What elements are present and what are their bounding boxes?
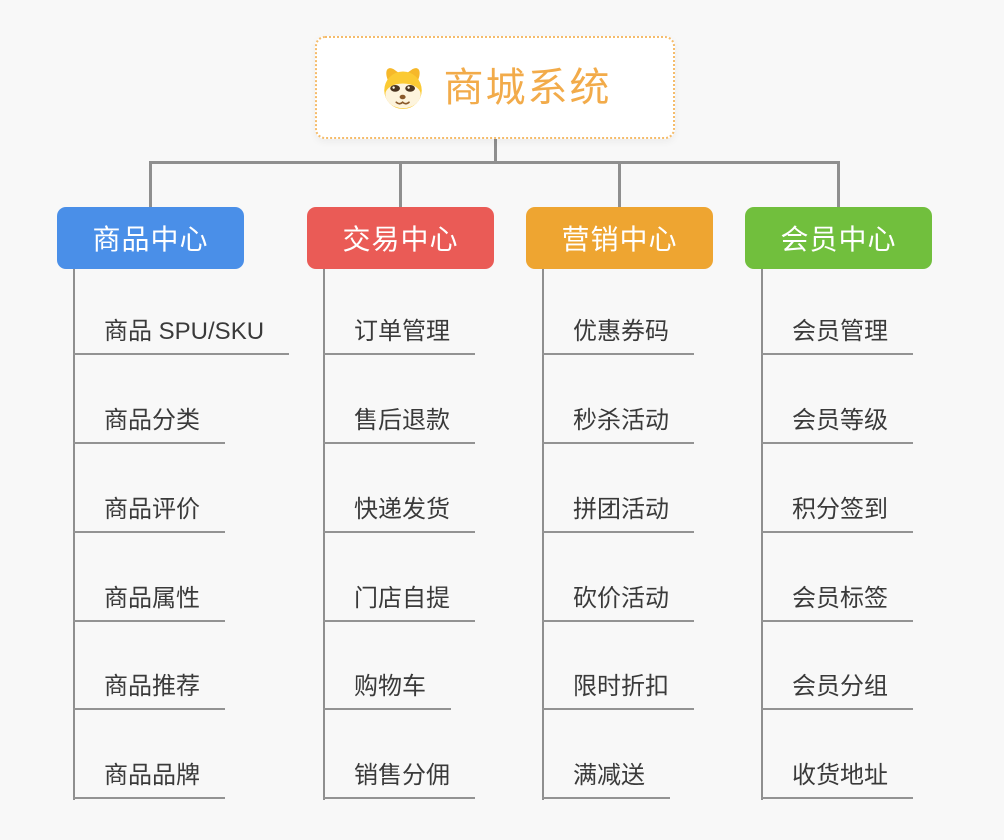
leaf-item[interactable]: 订单管理 [323, 317, 475, 355]
leaf-item[interactable]: 会员标签 [761, 584, 913, 622]
connector-drop-branch-1 [149, 161, 152, 210]
leaf-item[interactable]: 满减送 [542, 761, 670, 799]
connector-trunk-branch-1 [73, 269, 75, 800]
connector-drop-branch-2 [399, 161, 402, 210]
leaf-item[interactable]: 秒杀活动 [542, 406, 694, 444]
leaf-item[interactable]: 会员分组 [761, 672, 913, 710]
connector-drop-branch-4 [837, 161, 840, 210]
leaf-item[interactable]: 售后退款 [323, 406, 475, 444]
leaf-item[interactable]: 积分签到 [761, 495, 913, 533]
connector-drop-branch-3 [618, 161, 621, 210]
leaf-item[interactable]: 商品 SPU/SKU [73, 317, 290, 355]
leaf-item[interactable]: 拼团活动 [542, 495, 694, 533]
leaf-item[interactable]: 限时折扣 [542, 672, 694, 710]
leaf-item[interactable]: 商品分类 [73, 406, 225, 444]
root-node[interactable]: 商城系统 [315, 36, 675, 139]
connector-root-drop [494, 138, 497, 163]
connector-trunk-branch-3 [542, 269, 544, 800]
connector-trunk-branch-2 [323, 269, 325, 800]
branch-header-marketing-center[interactable]: 营销中心 [526, 207, 713, 269]
leaf-item[interactable]: 优惠券码 [542, 317, 694, 355]
branch-label: 营销中心 [561, 224, 678, 255]
branch-label: 商品中心 [92, 224, 209, 255]
root-title: 商城系统 [443, 65, 612, 110]
leaf-item[interactable]: 砍价活动 [542, 584, 694, 622]
leaf-item[interactable]: 会员等级 [761, 406, 913, 444]
leaf-item[interactable]: 收货地址 [761, 761, 913, 799]
branch-header-trade-center[interactable]: 交易中心 [307, 207, 494, 269]
leaf-item[interactable]: 会员管理 [761, 317, 913, 355]
leaf-item[interactable]: 门店自提 [323, 584, 475, 622]
leaf-item[interactable]: 购物车 [323, 672, 451, 710]
dog-icon [383, 67, 422, 109]
branch-label: 会员中心 [780, 224, 897, 255]
leaf-item[interactable]: 销售分佣 [323, 761, 475, 799]
connector-bus [149, 161, 839, 164]
leaf-item[interactable]: 商品评价 [73, 495, 225, 533]
leaf-item[interactable]: 商品品牌 [73, 761, 225, 799]
branch-label: 交易中心 [342, 224, 459, 255]
branch-header-product-center[interactable]: 商品中心 [57, 207, 244, 269]
leaf-item[interactable]: 商品推荐 [73, 672, 225, 710]
connector-trunk-branch-4 [761, 269, 763, 800]
leaf-item[interactable]: 快递发货 [323, 495, 475, 533]
leaf-item[interactable]: 商品属性 [73, 584, 225, 622]
branch-header-member-center[interactable]: 会员中心 [745, 207, 932, 269]
